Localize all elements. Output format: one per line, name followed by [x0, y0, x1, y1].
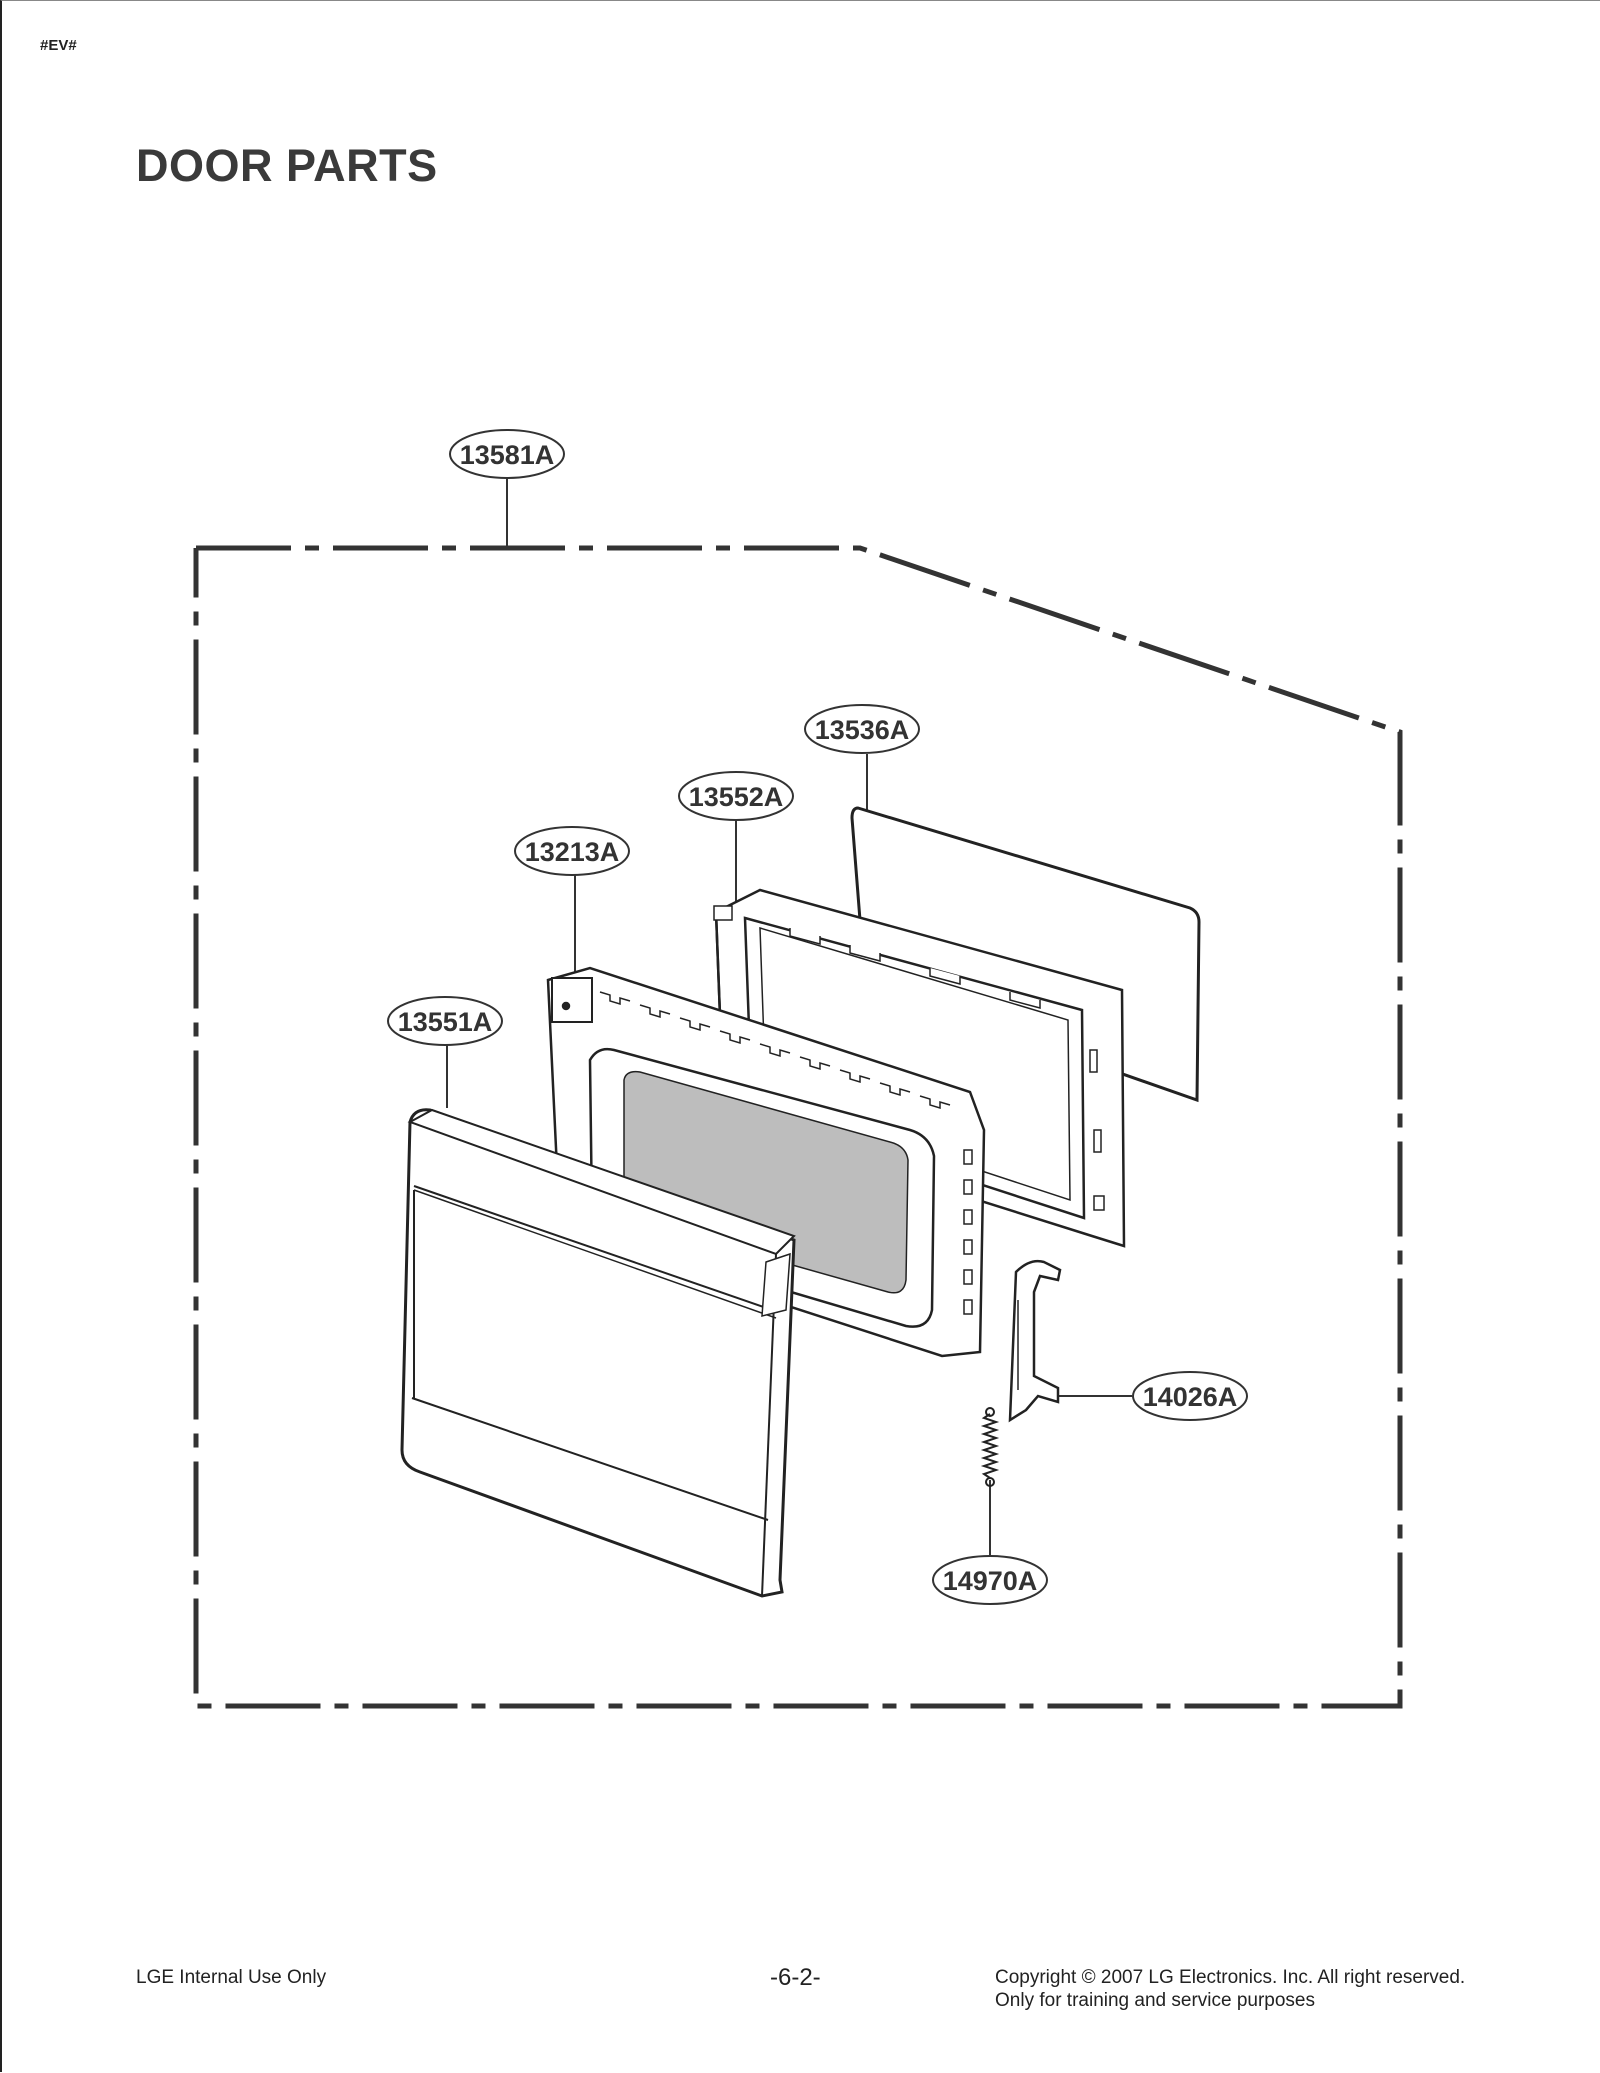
callout-choke: 13552A	[689, 782, 784, 812]
latch-part	[1008, 1259, 1062, 1423]
spring-part	[980, 1407, 1000, 1487]
page-title: DOOR PARTS	[136, 140, 438, 191]
page-number: -6-2-	[770, 1964, 821, 1991]
leader-lines	[446, 478, 1132, 1560]
footer-copyright: Copyright © 2007 LG Electronics. Inc. Al…	[995, 1966, 1465, 2012]
callout-ovals	[387, 429, 1248, 1605]
callout-spring: 14970A	[943, 1566, 1038, 1596]
callout-assembly: 13581A	[460, 440, 555, 470]
assembly-boundary	[193, 545, 1403, 1709]
callout-sheet: 13536A	[815, 715, 910, 745]
door-front-part	[400, 1108, 796, 1598]
callout-latch: 14026A	[1143, 1382, 1238, 1412]
callout-hinge-frame: 13213A	[525, 837, 620, 867]
callout-oval-hinge-frame	[514, 826, 630, 876]
copyright-line: Copyright © 2007 LG Electronics. Inc. Al…	[995, 1967, 1466, 1988]
callout-oval-assembly	[449, 429, 565, 479]
document-mark: #EV#	[40, 37, 77, 54]
callout-oval-spring	[932, 1555, 1048, 1605]
callout-door-front: 13551A	[398, 1007, 493, 1037]
callout-oval-choke	[678, 771, 794, 821]
training-notice: Only for training and service purposes	[995, 1990, 1315, 2011]
callout-oval-sheet	[804, 704, 920, 754]
callout-oval-latch	[1132, 1371, 1248, 1421]
footer-internal-use: LGE Internal Use Only	[136, 1967, 327, 1988]
callout-oval-door-front	[387, 996, 503, 1046]
